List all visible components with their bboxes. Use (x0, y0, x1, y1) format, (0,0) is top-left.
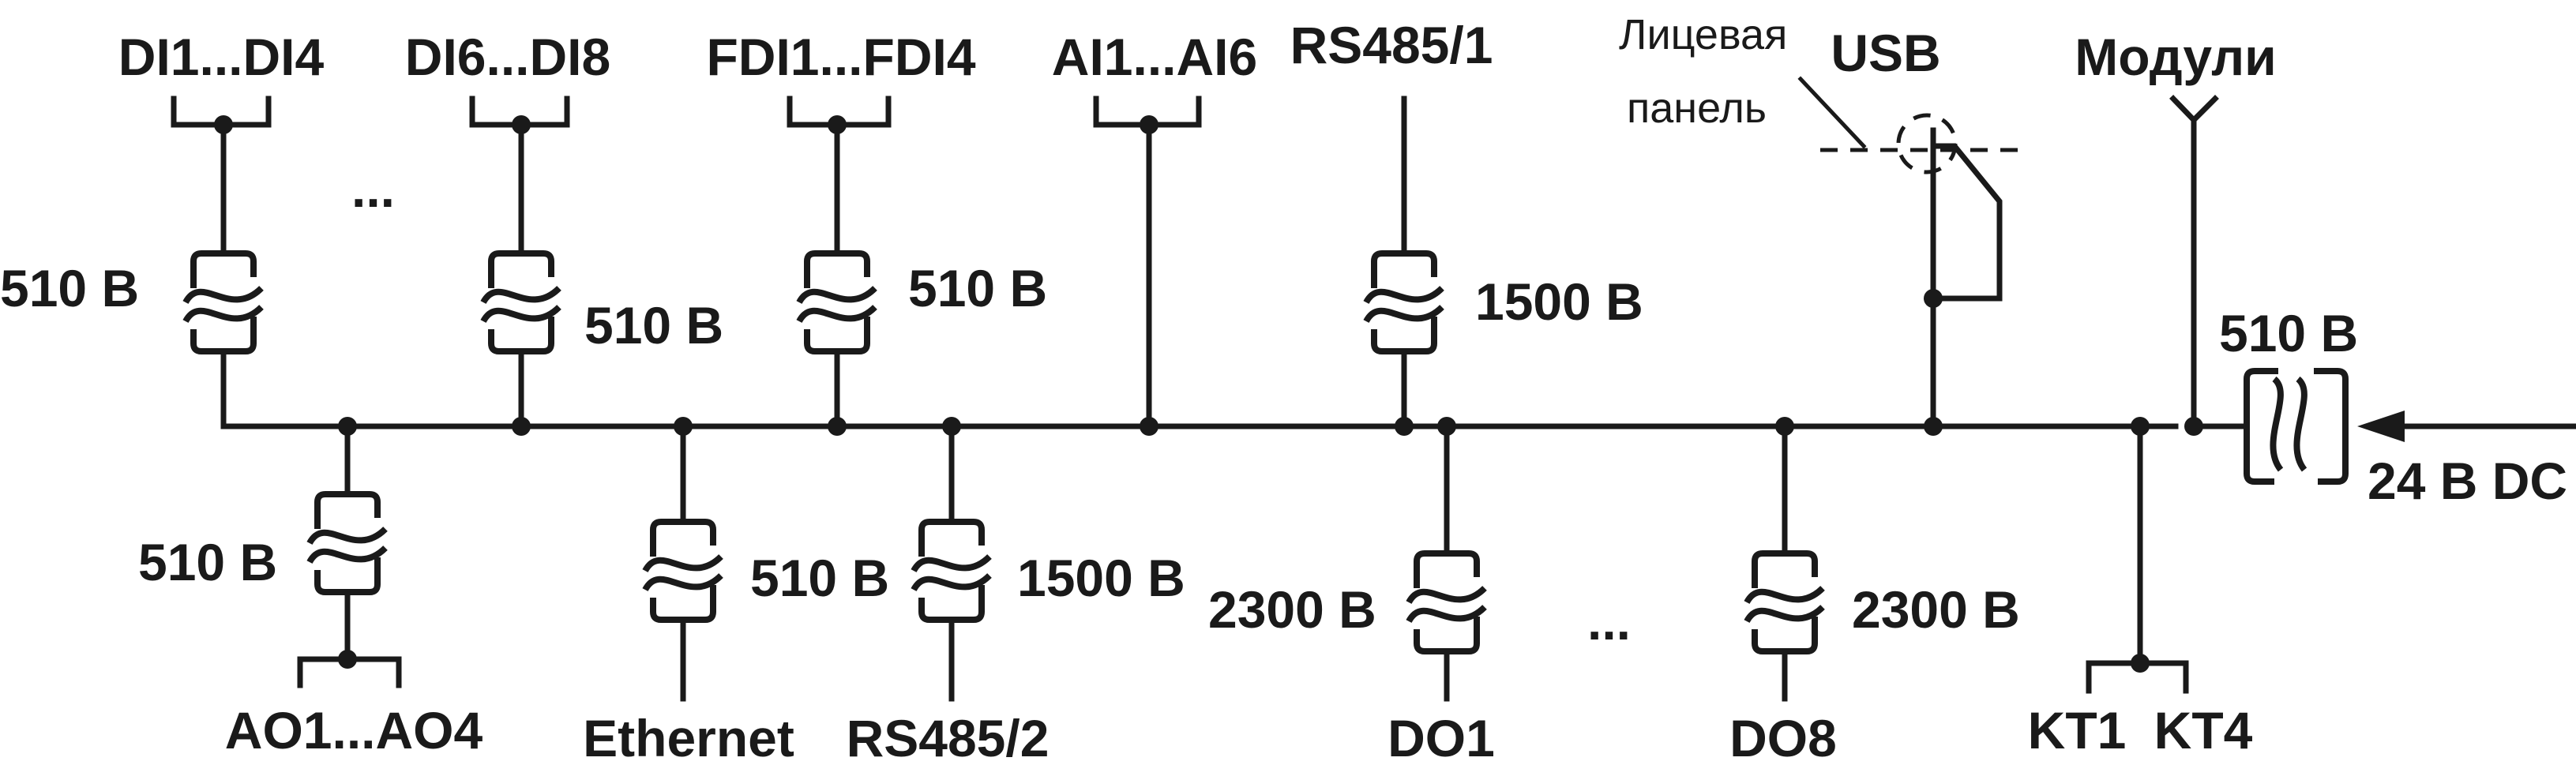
ellipsis-bottom: ... (1587, 592, 1631, 651)
channel-ethernet: 510 В Ethernet (583, 417, 889, 767)
isolation-barrier (799, 253, 875, 351)
channel-label: KT1 (2028, 701, 2127, 759)
channel-label: Модули (2075, 28, 2276, 86)
channel-label: DO1 (1388, 709, 1495, 767)
channel-label: RS485/2 (847, 709, 1050, 767)
power-arrow-icon (2357, 411, 2405, 442)
channel-rs485-1: RS485/1 1500 В (1290, 16, 1643, 436)
isolation-barrier (914, 522, 989, 620)
isolation-barrier (186, 253, 261, 351)
isolation-voltage-label: 510 В (750, 549, 889, 607)
isolation-barrier (645, 522, 721, 620)
isolation-barrier (1747, 553, 1823, 651)
channel-do8: 2300 В DO8 (1729, 417, 2020, 767)
isolation-voltage-label: 1500 В (1017, 549, 1185, 607)
isolation-voltage-label: 2300 В (1852, 580, 2020, 639)
channel-modules: Модули (2075, 28, 2277, 436)
front-panel-label: панель (1627, 84, 1767, 132)
channel-label: AO1...AO4 (225, 701, 483, 759)
isolation-voltage-label: 510 В (2219, 304, 2358, 362)
isolation-voltage-label: 2300 В (1208, 580, 1376, 639)
channel-label: DI1...DI4 (118, 28, 325, 86)
channel-label: KT4 (2154, 701, 2253, 759)
isolation-voltage-label: 1500 В (1475, 272, 1643, 331)
isolation-voltage-label: 510 В (908, 259, 1047, 317)
isolation-barrier (483, 253, 559, 351)
channel-label: DI6...DI8 (405, 28, 610, 86)
channel-kt1-kt4: KT1 KT4 (2028, 417, 2253, 759)
input-voltage-label: 24 В DC (2368, 452, 2567, 510)
channel-ao1-ao4: 510 В AO1...AO4 (138, 417, 483, 759)
isolation-voltage-label: 510 В (138, 533, 277, 591)
channel-label: AI1...AI6 (1052, 28, 1257, 86)
power-input: 510 В 24 В DC (2191, 304, 2576, 510)
isolation-barrier (1366, 253, 1442, 351)
channel-rs485-2: 1500 В RS485/2 (847, 417, 1185, 767)
channel-di1-di4: DI1...DI4 510 В (0, 28, 325, 429)
channel-ai1-ai6: AI1...AI6 (1052, 28, 1257, 436)
isolation-voltage-label: 510 В (584, 296, 723, 354)
channel-di6-di8: DI6...DI8 510 В (405, 28, 723, 436)
isolation-barrier (310, 494, 385, 592)
channel-label: FDI1...FDI4 (706, 28, 975, 86)
isolation-barrier (1409, 553, 1485, 651)
front-panel-label: Лицевая (1619, 11, 1787, 58)
channel-fdi1-fdi4: FDI1...FDI4 510 В (706, 28, 1047, 436)
isolation-voltage-label: 510 В (0, 259, 139, 317)
power-isolation-barrier (2244, 368, 2349, 485)
ellipsis-top: ... (351, 159, 395, 218)
channel-do1: 2300 В DO1 (1208, 417, 1495, 767)
channel-label: DO8 (1729, 709, 1837, 767)
channel-label: USB (1831, 24, 1940, 82)
channel-usb: USB Лицевая панель (1619, 11, 2030, 436)
channel-label: Ethernet (583, 709, 794, 767)
channel-label: RS485/1 (1290, 16, 1493, 74)
